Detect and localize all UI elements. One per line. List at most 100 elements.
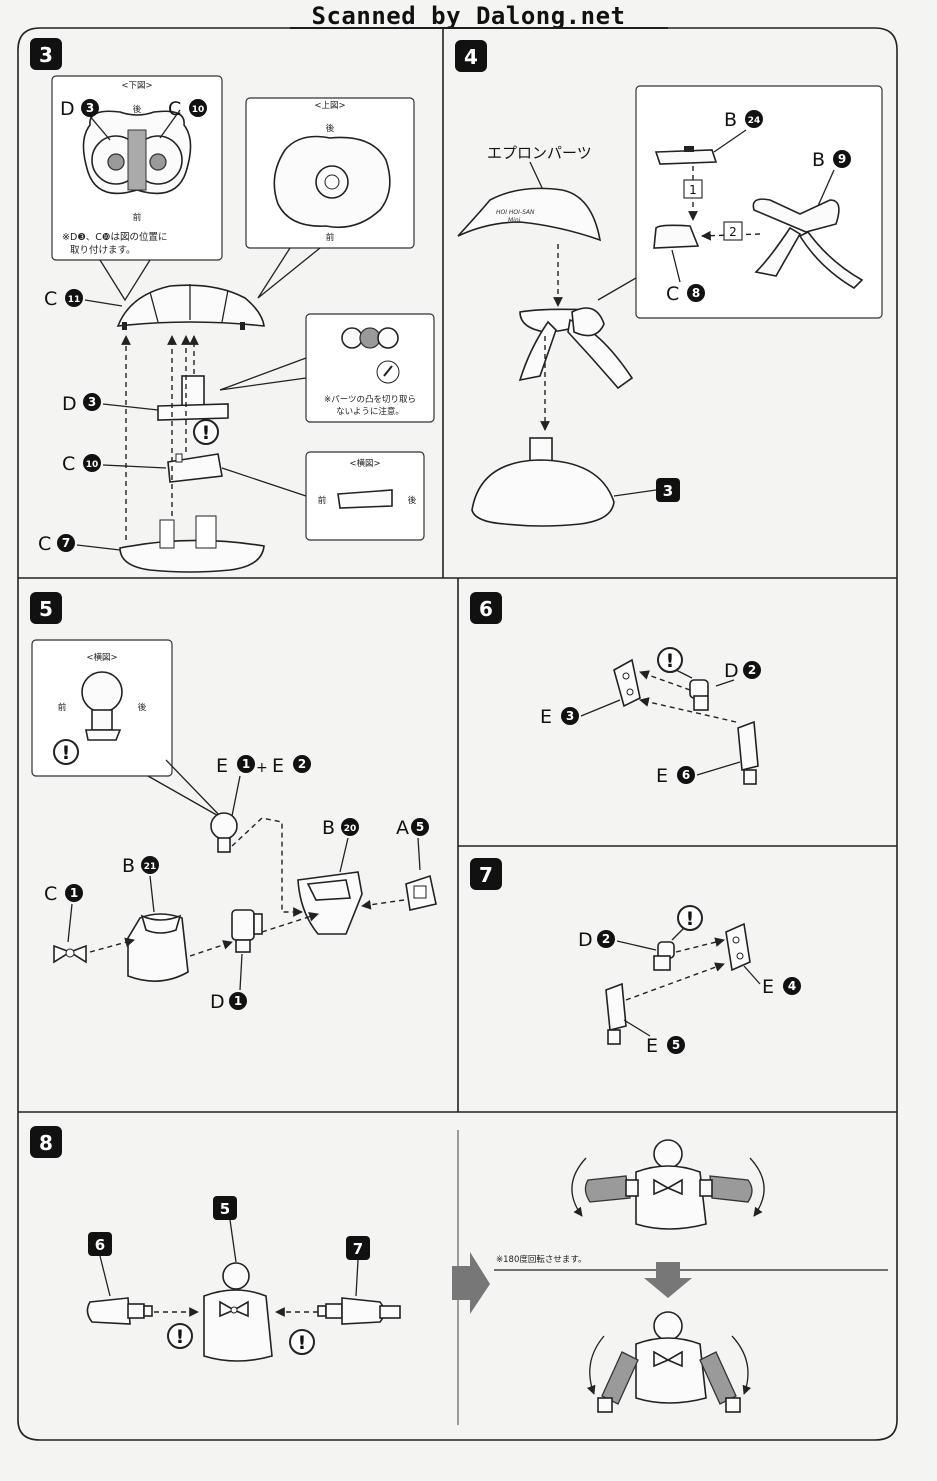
svg-text:!: !: [666, 650, 675, 672]
svg-text:21: 21: [144, 862, 157, 872]
apron-label: エプロンパーツ: [487, 144, 592, 162]
step-7-assembly: ! D 2: [578, 905, 801, 1057]
svg-text:<横図>: <横図>: [349, 458, 380, 469]
svg-text:後: 後: [138, 702, 147, 713]
svg-text:11: 11: [68, 295, 81, 305]
label-b24: B 24: [713, 109, 763, 153]
svg-text:2: 2: [748, 663, 756, 677]
svg-text:3: 3: [566, 709, 574, 723]
part-b21-apron: [127, 913, 189, 982]
callout-top-view: <上図> 後 前: [245, 97, 415, 299]
part-e6-6: [737, 720, 759, 785]
svg-text:3: 3: [88, 395, 96, 409]
svg-text:3: 3: [39, 43, 53, 67]
label-d3-callout: D 3: [60, 98, 99, 120]
label-e5-7: E 5: [623, 1019, 685, 1057]
down-arrow: [644, 1262, 692, 1298]
svg-text:!: !: [686, 908, 695, 930]
part-torso-5: [203, 1262, 273, 1362]
panel-frames: [17, 27, 898, 1441]
part-c10: [167, 453, 223, 483]
svg-text:5: 5: [672, 1038, 680, 1052]
ref-7: 7: [346, 1236, 370, 1297]
rotate-note: ※180度回転させます。: [496, 1254, 587, 1265]
svg-text:D: D: [60, 98, 75, 120]
svg-text:E: E: [272, 755, 284, 777]
caution-7: !: [671, 905, 703, 941]
label-a5: A 5: [396, 817, 429, 871]
part-a5: [405, 874, 437, 911]
part-e4-7: [725, 922, 751, 972]
figure-after-rotate: [586, 1311, 752, 1413]
svg-text:E: E: [540, 706, 552, 728]
svg-text:2: 2: [729, 225, 737, 239]
label-d3: D 3: [62, 393, 159, 415]
part-arm-7: [317, 1297, 401, 1325]
svg-text:B: B: [122, 855, 135, 877]
svg-text:7: 7: [62, 536, 70, 550]
svg-text:C: C: [666, 283, 679, 305]
svg-text:ないように注意。: ないように注意。: [336, 406, 404, 417]
svg-text:3: 3: [663, 482, 673, 500]
step-5-assembly: <横図> 前 後 ! E 1 + E 2: [31, 639, 437, 1013]
step-8-assembly: 6 5 7 !: [86, 1139, 888, 1413]
svg-text:E: E: [646, 1035, 658, 1057]
svg-text:3: 3: [86, 101, 94, 115]
svg-text:前: 前: [58, 702, 67, 713]
svg-text:B: B: [322, 817, 335, 839]
svg-text:後: 後: [326, 123, 335, 134]
svg-text:<横図>: <横図>: [86, 652, 117, 663]
svg-text:1: 1: [689, 183, 697, 197]
svg-text:<下図>: <下図>: [121, 81, 152, 91]
label-e6-6: E 6: [656, 761, 741, 787]
part-bow-assembled: [518, 307, 634, 390]
svg-text:取り付けます。: 取り付けます。: [70, 245, 136, 256]
part-c7-base: [119, 515, 265, 573]
part-c1-bow: [53, 944, 87, 964]
label-c10-callout: C 10: [168, 98, 207, 120]
caution-d3: !: [193, 419, 219, 445]
step-badge-4: 4: [455, 40, 487, 72]
part-d1-joint: [231, 909, 263, 953]
svg-text:7: 7: [353, 1240, 363, 1258]
part-d3: [157, 375, 229, 421]
svg-text:24: 24: [748, 116, 761, 126]
label-c7: C 7: [38, 533, 121, 555]
caution-8-left: !: [167, 1323, 193, 1349]
svg-text:C: C: [168, 98, 181, 120]
label-c8: C 8: [666, 249, 705, 305]
step-badge-8: 8: [30, 1126, 62, 1158]
svg-text:C: C: [62, 453, 75, 475]
part-e5-7: [605, 982, 627, 1045]
callout-bow-detail: 1 2: [635, 85, 883, 319]
label-c1: C 1: [44, 883, 83, 943]
svg-text:6: 6: [682, 768, 690, 782]
part-d2-6: [689, 679, 709, 711]
svg-text:前: 前: [326, 232, 335, 243]
part-apron: HOI HOI-SAN Mini: [457, 187, 602, 242]
step-badge-7: 7: [470, 858, 502, 890]
svg-text:10: 10: [192, 105, 205, 115]
svg-text:E: E: [656, 765, 668, 787]
label-d1: D 1: [210, 953, 247, 1013]
step-badge-3: 3: [30, 38, 62, 70]
label-b20: B 20: [322, 817, 359, 873]
label-e3-6: E 3: [540, 699, 621, 728]
svg-text:!: !: [176, 1326, 185, 1348]
caution-8-right: !: [289, 1329, 315, 1355]
svg-text:C: C: [38, 533, 51, 555]
svg-text:1: 1: [70, 886, 78, 900]
svg-text:後: 後: [408, 495, 417, 506]
svg-text:!: !: [298, 1332, 307, 1354]
svg-text:<上図>: <上図>: [314, 101, 345, 111]
svg-text:Mini: Mini: [508, 217, 521, 224]
svg-text:4: 4: [788, 979, 796, 993]
svg-text:6: 6: [95, 1236, 105, 1254]
step-badge-6: 6: [470, 592, 502, 624]
svg-text:D: D: [724, 660, 739, 682]
part-head-e1e2: [210, 812, 238, 853]
callout-side-view-5: <横図> 前 後 !: [31, 639, 223, 819]
outer-frame: [17, 27, 898, 1441]
svg-text:HOI HOI-SAN: HOI HOI-SAN: [496, 209, 535, 216]
